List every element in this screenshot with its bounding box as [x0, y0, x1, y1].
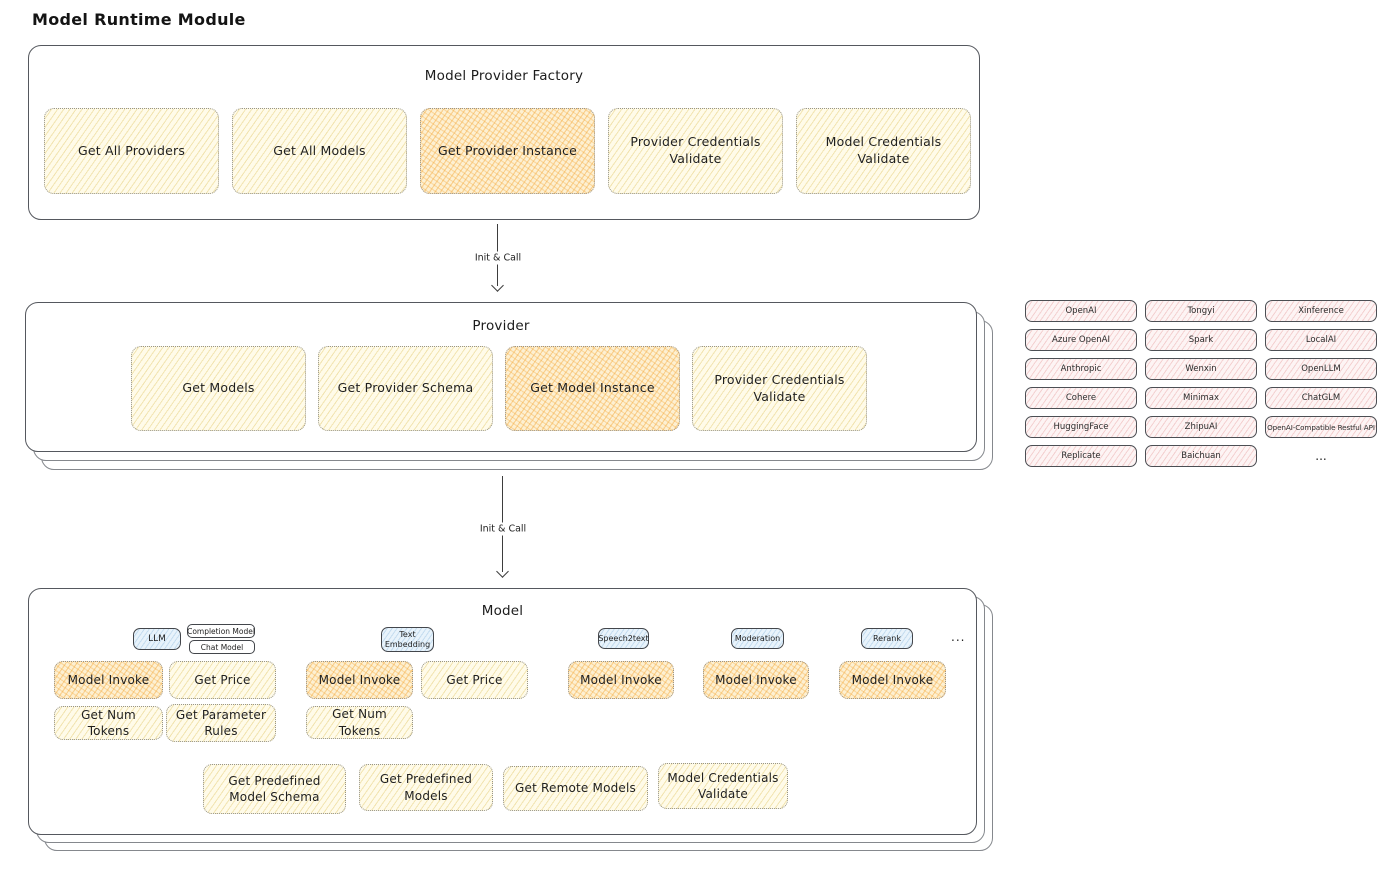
- provider-pill-wenxin: Wenxin: [1145, 358, 1257, 380]
- tab-rerank: Rerank: [861, 628, 913, 649]
- provider-pill-zhipuai: ZhipuAI: [1145, 416, 1257, 438]
- get-predefined-models: Get Predefined Models: [359, 764, 493, 811]
- provider-pill-minimax: Minimax: [1145, 387, 1257, 409]
- llm-model-invoke: Model Invoke: [54, 661, 163, 699]
- llm-get-price: Get Price: [169, 661, 276, 699]
- tag-completion-model: Completion Model: [187, 624, 255, 638]
- factory-provider-credentials-validate: Provider Credentials Validate: [608, 108, 783, 194]
- provider-pill-azure-openai: Azure OpenAI: [1025, 329, 1137, 351]
- provider-pill-anthropic: Anthropic: [1025, 358, 1137, 380]
- get-remote-models: Get Remote Models: [503, 766, 648, 811]
- provider-get-provider-schema: Get Provider Schema: [318, 346, 493, 431]
- provider-pill-openai: OpenAI: [1025, 300, 1137, 322]
- tabs-more-ellipsis: ...: [951, 630, 966, 644]
- get-predefined-model-schema: Get Predefined Model Schema: [203, 764, 346, 814]
- arrow-label-init-call-2: Init & Call: [474, 522, 532, 536]
- factory-get-all-providers: Get All Providers: [44, 108, 219, 194]
- model-panel: Model LLM Completion Model Chat Model Te…: [28, 588, 977, 835]
- tag-chat-model: Chat Model: [189, 640, 255, 654]
- provider-pill-baichuan: Baichuan: [1145, 445, 1257, 467]
- factory-get-provider-instance: Get Provider Instance: [420, 108, 595, 194]
- provider-get-models: Get Models: [131, 346, 306, 431]
- provider-pill-cohere: Cohere: [1025, 387, 1137, 409]
- llm-get-parameter-rules: Get Parameter Rules: [166, 704, 276, 742]
- tab-text-embedding: Text Embedding: [381, 627, 434, 652]
- provider-get-model-instance: Get Model Instance: [505, 346, 680, 431]
- provider-pill-huggingface: HuggingFace: [1025, 416, 1137, 438]
- speech2text-model-invoke: Model Invoke: [568, 661, 674, 699]
- llm-get-num-tokens: Get Num Tokens: [54, 706, 163, 740]
- factory-title: Model Provider Factory: [424, 68, 584, 84]
- factory-get-all-models: Get All Models: [232, 108, 407, 194]
- text-embedding-get-price: Get Price: [421, 661, 528, 699]
- tab-llm: LLM: [133, 628, 181, 650]
- provider-pill-xinference: Xinference: [1265, 300, 1377, 322]
- provider-pill-openllm: OpenLLM: [1265, 358, 1377, 380]
- text-embedding-get-num-tokens: Get Num Tokens: [306, 706, 413, 739]
- provider-title: Provider: [472, 318, 530, 334]
- provider-pill-replicate: Replicate: [1025, 445, 1137, 467]
- moderation-model-invoke: Model Invoke: [703, 661, 809, 699]
- providers-grid: OpenAI Tongyi Xinference Azure OpenAI Sp…: [1025, 300, 1377, 467]
- provider-pill-localai: LocalAI: [1265, 329, 1377, 351]
- provider-pill-tongyi: Tongyi: [1145, 300, 1257, 322]
- provider-pill-spark: Spark: [1145, 329, 1257, 351]
- provider-pill-chatglm: ChatGLM: [1265, 387, 1377, 409]
- tab-moderation: Moderation: [731, 628, 784, 649]
- providers-more-ellipsis: ...: [1315, 449, 1327, 463]
- tab-speech2text: Speech2text: [598, 628, 649, 649]
- text-embedding-model-invoke: Model Invoke: [306, 661, 413, 699]
- page-title: Model Runtime Module: [32, 10, 246, 29]
- provider-panel: Provider Get Models Get Provider Schema …: [25, 302, 977, 452]
- rerank-model-invoke: Model Invoke: [839, 661, 946, 699]
- provider-pill-openai-compatible: OpenAI-Compatible Restful API: [1265, 416, 1377, 438]
- factory-model-credentials-validate: Model Credentials Validate: [796, 108, 971, 194]
- model-credentials-validate: Model Credentials Validate: [658, 763, 788, 809]
- provider-credentials-validate: Provider Credentials Validate: [692, 346, 867, 431]
- model-title: Model: [481, 603, 524, 619]
- arrow-provider-to-model-head: [496, 565, 509, 578]
- arrow-label-init-call-1: Init & Call: [469, 251, 527, 265]
- arrow-factory-to-provider-head: [491, 279, 504, 292]
- factory-panel: Model Provider Factory Get All Providers…: [28, 45, 980, 220]
